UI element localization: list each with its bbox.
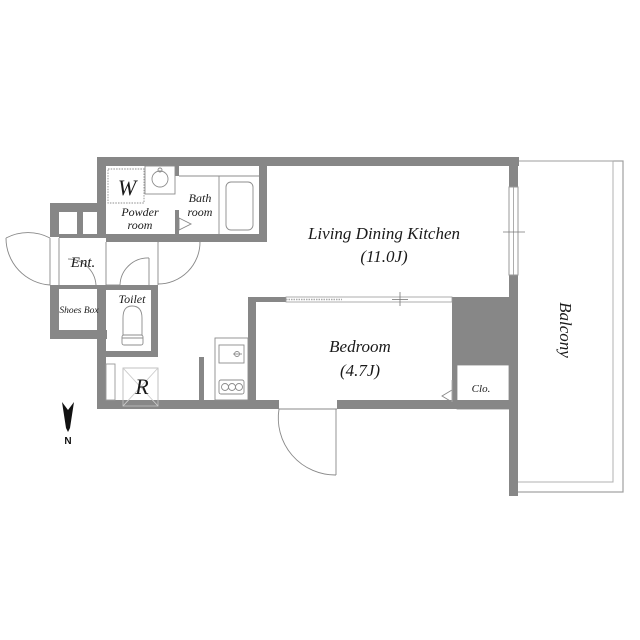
bath-room-label-line1: Bath [189, 191, 212, 205]
balcony-label: Balcony [556, 302, 575, 358]
kitchen-counter [214, 337, 249, 401]
stove [218, 379, 245, 395]
kitchen-sink [218, 344, 245, 364]
refrigerator-space [105, 363, 159, 407]
shoes-box-label: Shoes Box [59, 306, 99, 316]
north-arrow-icon [62, 402, 74, 432]
doors [5, 217, 453, 476]
toilet-label: Toilet [119, 292, 147, 306]
bedroom-area: (4.7J) [340, 361, 380, 380]
toilet-fixture [121, 305, 144, 346]
refrigerator-symbol: R [134, 374, 149, 399]
washer-symbol: W [118, 175, 138, 200]
washer-area [107, 168, 145, 204]
ldk-label: Living Dining Kitchen [307, 224, 460, 243]
ldk-area: (11.0J) [360, 247, 408, 266]
bath-room-label-line2: room [188, 205, 213, 219]
walls [50, 157, 519, 496]
powder-room-label-line2: room [128, 218, 153, 232]
compass: N [62, 402, 74, 447]
fixtures [105, 165, 259, 407]
bathtub [225, 181, 254, 231]
windows [285, 186, 525, 306]
balcony: Balcony [516, 160, 624, 493]
closet-outline [456, 364, 510, 410]
compass-label: N [64, 436, 71, 447]
powder-sink [144, 165, 176, 195]
entrance-label: Ent. [70, 255, 96, 271]
powder-room-label-line1: Powder [120, 205, 159, 219]
room-labels: W Powder room Bath room Living Dining Ki… [59, 175, 490, 399]
closet-label: Clo. [472, 383, 491, 395]
bedroom-label: Bedroom [329, 337, 391, 356]
